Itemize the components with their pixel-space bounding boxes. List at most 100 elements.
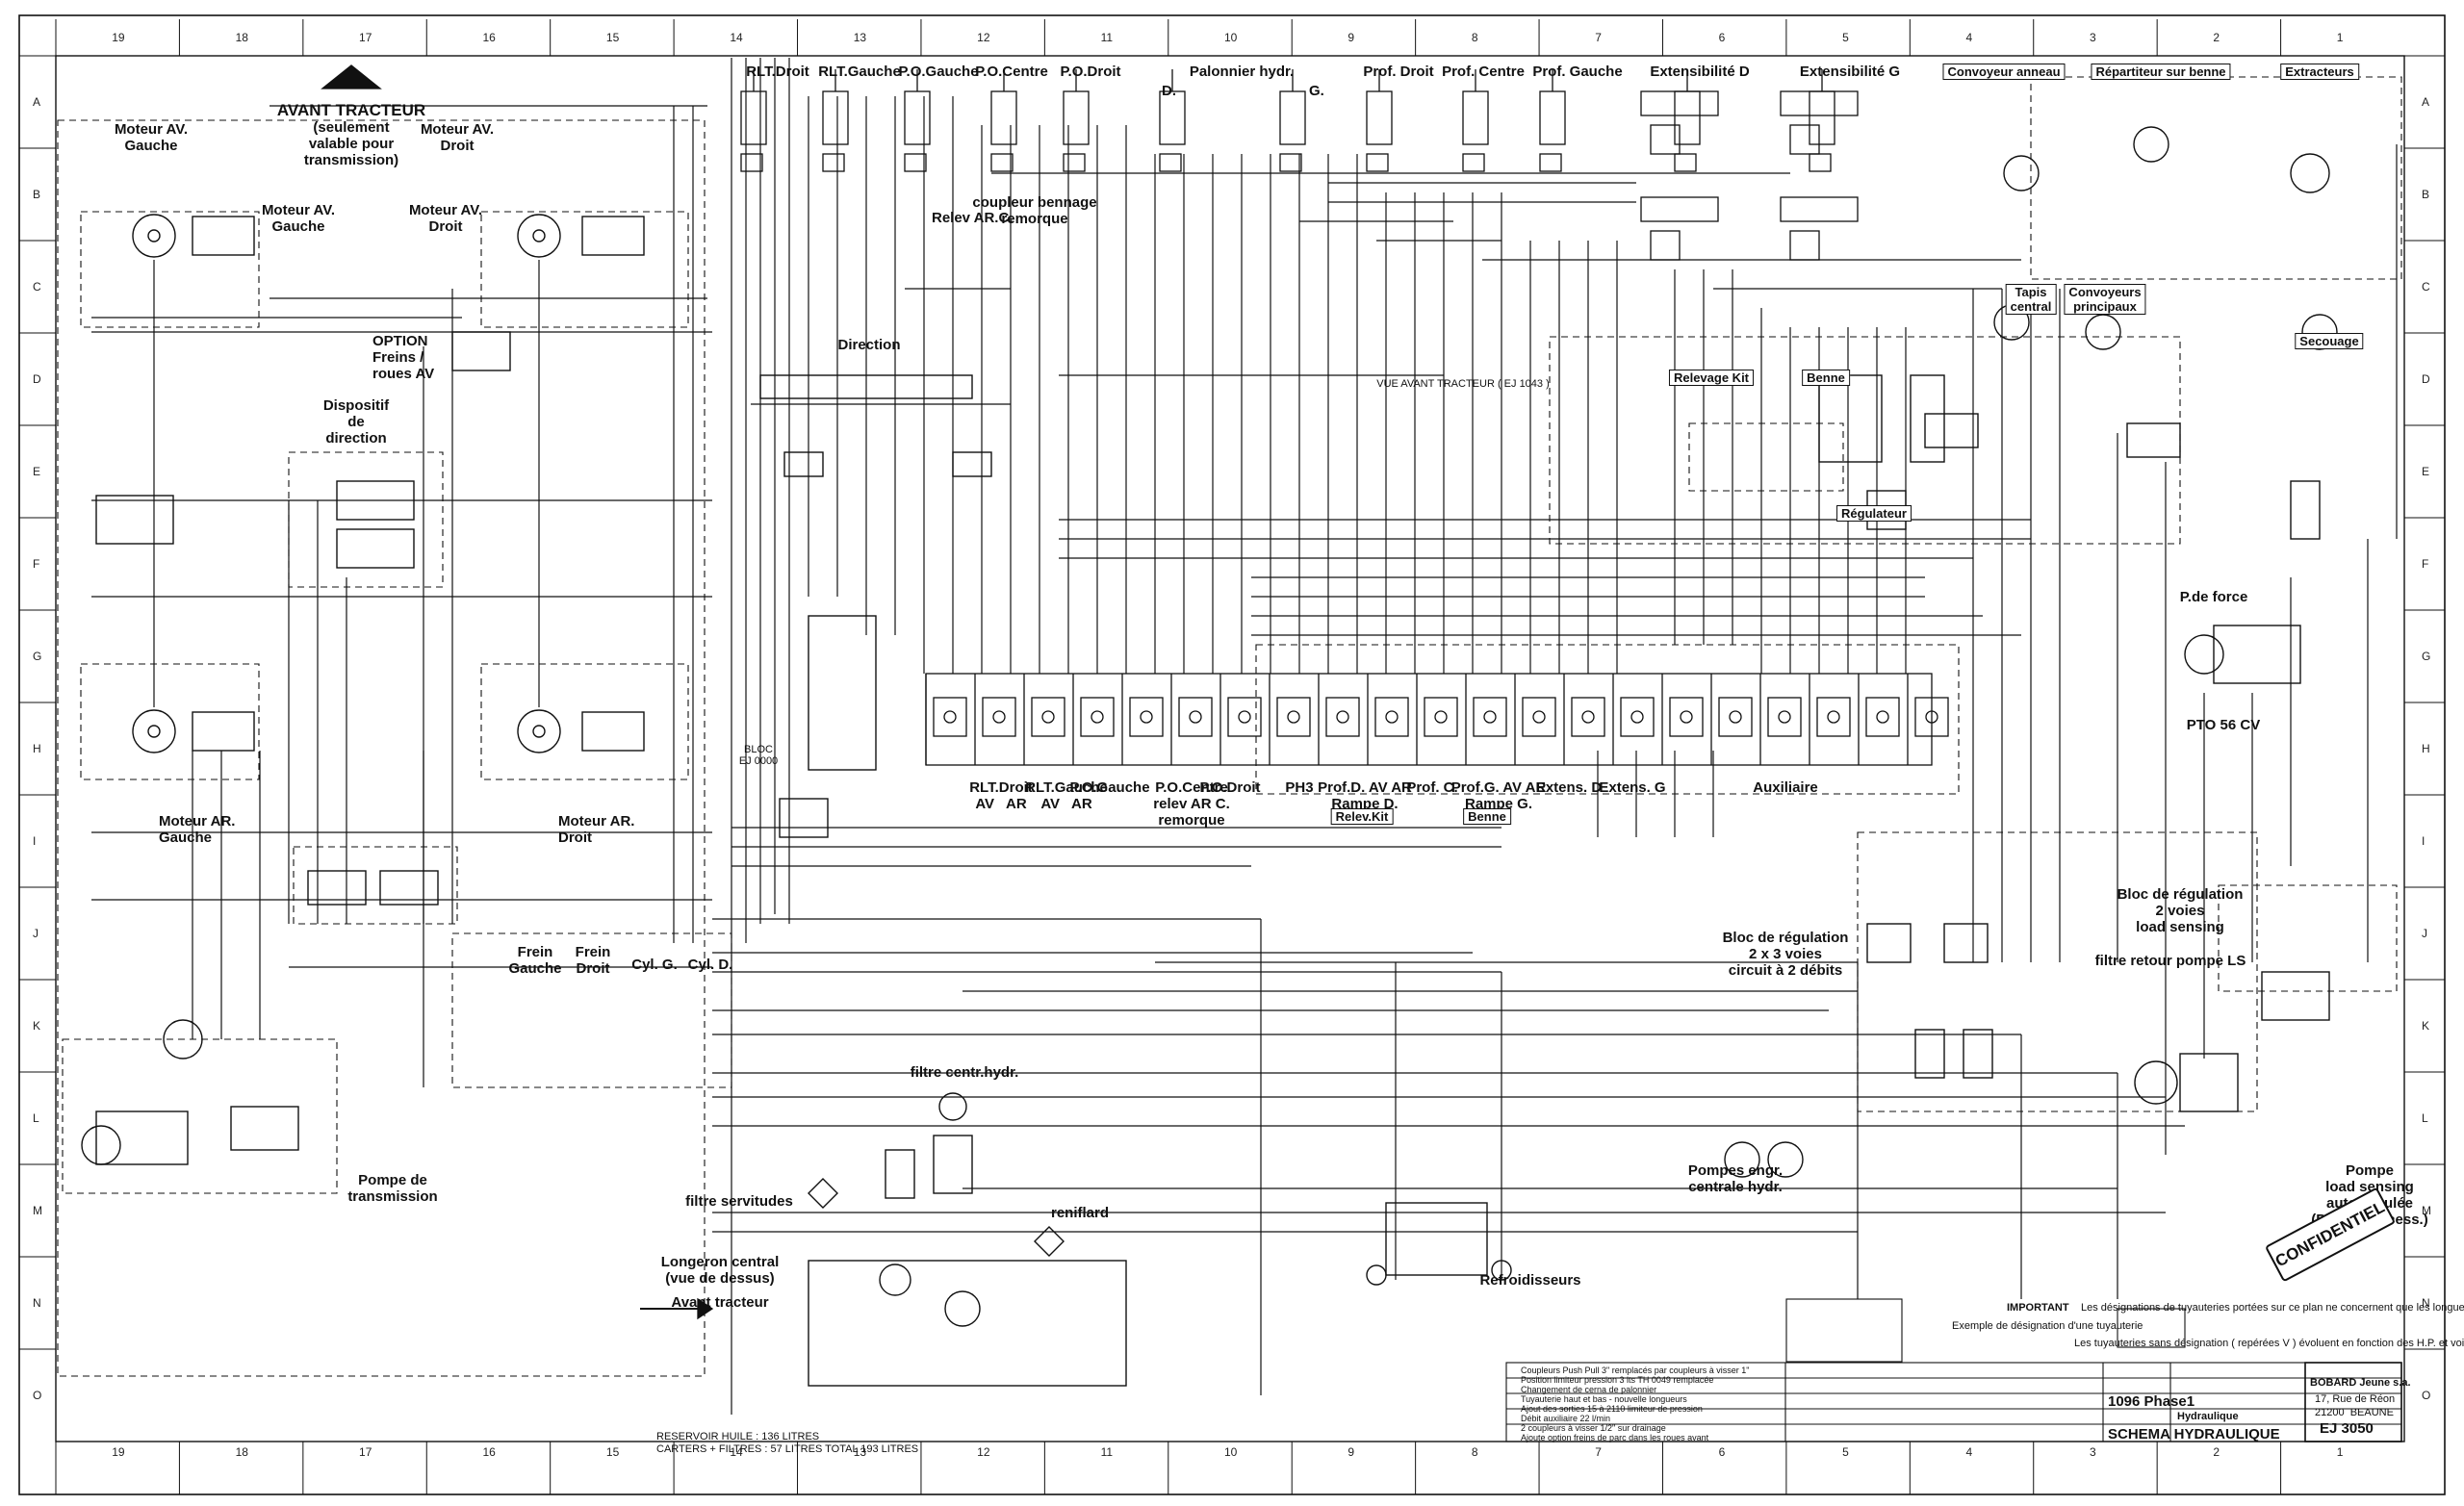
titleblock-note-3: Les tuyauteries sans désignation ( repér… xyxy=(2074,1338,2464,1349)
filtre-centr-label: filtre centr.hydr. xyxy=(910,1064,1019,1081)
extracteurs-label: Extracteurs xyxy=(2280,64,2359,80)
grid-column-number-bottom: 17 xyxy=(359,1445,372,1459)
refroidisseurs-label: Refroidisseurs xyxy=(1479,1272,1581,1289)
moteur-av-gauche-label-2: Moteur AV. Gauche xyxy=(261,202,336,235)
moteur-av-droit-label: Moteur AV. Droit xyxy=(420,121,495,154)
coupleur-bennage-label: coupleur bennage remorque xyxy=(972,194,1097,227)
grid-column-number-bottom: 8 xyxy=(1471,1445,1478,1459)
filtre-retour-label: filtre retour pompe LS xyxy=(2094,953,2246,969)
grid-column-number-bottom: 10 xyxy=(1224,1445,1238,1459)
revision-row: Position limiteur pression 3 lts TH 0049… xyxy=(1521,1375,1714,1385)
direction-label: Direction xyxy=(837,337,901,353)
grid-row-letter: F xyxy=(2422,557,2429,571)
grid-row-letter: N xyxy=(2422,1296,2430,1310)
po-droit-label: P.O.Droit xyxy=(1060,64,1121,80)
pompe-transmission-label: Pompe de transmission xyxy=(347,1172,438,1205)
grid-column-number-top: 14 xyxy=(730,31,743,44)
p-de-force-label: P.de force xyxy=(2179,589,2248,605)
relev-kit-tag: Relev.Kit xyxy=(1330,808,1394,825)
grid-column-number-top: 9 xyxy=(1348,31,1355,44)
grid-row-letter: H xyxy=(33,742,41,755)
grid-row-letter: L xyxy=(33,1111,39,1125)
titleblock-note-1: Les désignations de tuyauteries portées … xyxy=(2081,1302,2464,1314)
grid-row-letter: M xyxy=(33,1204,42,1217)
bloc-regulation-2-voies-label: Bloc de régulation 2 voies load sensing xyxy=(2117,886,2244,935)
grid-column-number-top: 15 xyxy=(605,31,620,44)
po-gauche-label: P.O.Gauche xyxy=(898,64,979,80)
moteur-av-gauche-label: Moteur AV. Gauche xyxy=(114,121,189,154)
pto-56-label: PTO 56 CV xyxy=(2186,717,2261,733)
grid-column-number-top: 12 xyxy=(977,31,990,44)
grid-row-letter: E xyxy=(2422,465,2430,478)
drawing-group: Hydraulique xyxy=(2177,1411,2239,1422)
cyl-d-label: Cyl. D. xyxy=(687,957,733,973)
relev-arc-label: Relev AR.C. xyxy=(932,210,1014,226)
grid-column-number-bottom: 18 xyxy=(235,1445,248,1459)
grid-row-letter: G xyxy=(33,650,42,663)
grid-column-number-bottom: 3 xyxy=(2089,1445,2096,1459)
grid-column-number-top: 4 xyxy=(1965,31,1973,44)
rlt-droit-label: RLT.Droit xyxy=(746,64,809,80)
revision-row: Ajoute option freins de parc dans les ro… xyxy=(1521,1433,1709,1442)
relevage-kit-label: Relevage Kit xyxy=(1668,370,1755,386)
valve-bank-section-label: Extens. D xyxy=(1535,779,1603,796)
valve-bank-section-label: PH3 xyxy=(1285,779,1314,796)
repartiteur-benne-label: Répartiteur sur benne xyxy=(2091,64,2231,80)
grid-column-number-bottom: 7 xyxy=(1595,1445,1602,1459)
revision-row: Coupleurs Push Pull 3" remplacés par cou… xyxy=(1521,1366,1750,1375)
prof-droit-label: Prof. Droit xyxy=(1363,64,1434,80)
grid-row-letter: C xyxy=(33,280,41,294)
grid-row-letter: J xyxy=(2422,927,2427,940)
grid-column-number-top: 8 xyxy=(1471,31,1478,44)
prof-centre-label: Prof. Centre xyxy=(1442,64,1525,80)
convoyeur-anneau-label: Convoyeur anneau xyxy=(1942,64,2066,80)
grid-row-letter: E xyxy=(33,465,41,478)
grid-row-letter: H xyxy=(2422,742,2430,755)
secouage-label: Secouage xyxy=(2295,333,2364,349)
grid-column-number-bottom: 15 xyxy=(605,1445,620,1459)
valve-bank-section-label: RLT.Droit AV AR xyxy=(969,779,1033,812)
grid-row-letter: K xyxy=(2422,1019,2430,1033)
avant-tracteur-title: AVANT TRACTEUR xyxy=(276,101,426,119)
bloc-regulation-3-voies-label: Bloc de régulation 2 x 3 voies circuit à… xyxy=(1722,930,1849,979)
filtre-servitudes-label: filtre servitudes xyxy=(685,1193,793,1210)
grid-row-letter: K xyxy=(33,1019,41,1033)
grid-row-letter: M xyxy=(2422,1204,2431,1217)
po-centre-label: P.O.Centre xyxy=(975,64,1048,80)
grid-row-letter: B xyxy=(2422,188,2430,201)
revision-row: Débit auxiliaire 22 l/min xyxy=(1521,1414,1611,1423)
dispositif-direction-label: Dispositif de direction xyxy=(322,397,390,447)
valve-bank-section-label: Extens. G xyxy=(1599,779,1666,796)
extensibilite-d-label: Extensibilité D xyxy=(1650,64,1750,80)
grid-row-letter: G xyxy=(2422,650,2431,663)
revision-row: Tuyauterie haut et bas - nouvelle longue… xyxy=(1521,1394,1687,1404)
grid-column-number-bottom: 5 xyxy=(1842,1445,1849,1459)
grid-row-letter: D xyxy=(33,372,41,386)
grid-column-number-bottom: 2 xyxy=(2213,1445,2220,1459)
tapis-central-label: Tapis central xyxy=(2005,284,2057,315)
benne-tag: Benne xyxy=(1463,808,1511,825)
valve-bank-section-label: P.O.Centre relev AR C. remorque xyxy=(1153,779,1230,829)
avant-tracteur-note: (seulement valable pour transmission) xyxy=(303,119,399,168)
grid-column-number-top: 10 xyxy=(1224,31,1238,44)
company-address-2: 21200 BEAUNE xyxy=(2315,1407,2394,1418)
grid-column-number-bottom: 1 xyxy=(2336,1445,2344,1459)
titleblock-note-2: Exemple de désignation d'une tuyauterie xyxy=(1952,1320,2143,1332)
pompes-engr-label: Pompes engr. centrale hydr. xyxy=(1687,1162,1784,1195)
drawing-number: EJ 3050 xyxy=(2320,1420,2374,1437)
longeron-label: Longeron central (vue de dessus) xyxy=(660,1254,780,1287)
option-freins-label: OPTION Freins / roues AV xyxy=(372,333,435,382)
grid-row-letter: A xyxy=(2422,95,2430,109)
machine-name: 1096 Phase1 xyxy=(2108,1393,2195,1410)
valve-bank-section-label: Prof.G. AV AR Rampe G. xyxy=(1450,779,1547,812)
extensibilite-g-label: Extensibilité G xyxy=(1799,64,1901,80)
grid-row-letter: A xyxy=(33,95,41,109)
grid-column-number-bottom: 11 xyxy=(1100,1445,1114,1459)
grid-row-letter: D xyxy=(2422,372,2430,386)
grid-column-number-top: 11 xyxy=(1100,31,1114,44)
benne-label: Benne xyxy=(1802,370,1850,386)
rlt-gauche-label: RLT.Gauche xyxy=(818,64,901,80)
grid-column-number-top: 13 xyxy=(853,31,867,44)
frein-droit-label: Frein Droit xyxy=(575,944,611,977)
